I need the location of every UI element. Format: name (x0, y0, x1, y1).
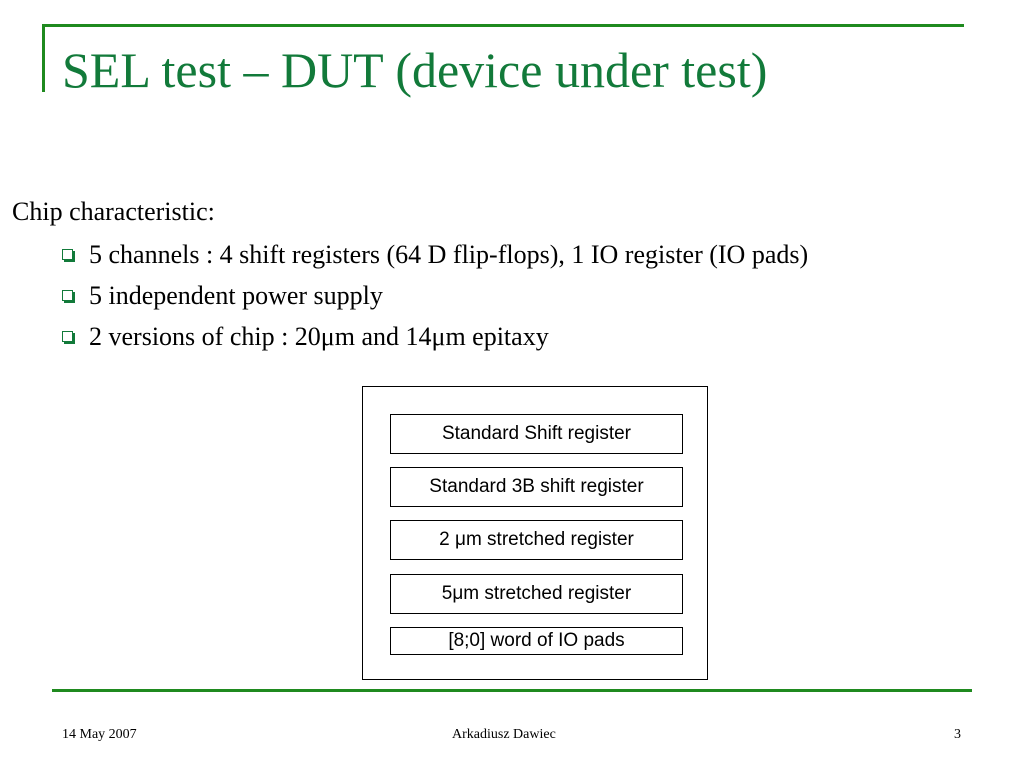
square-bullet-icon (62, 290, 73, 301)
footer-page-number: 3 (954, 727, 961, 742)
square-bullet-icon (62, 249, 73, 260)
title-accent-line-left (42, 24, 45, 92)
slide-content: Chip characteristic: 5 channels : 4 shif… (12, 196, 1012, 357)
slide-title: SEL test – DUT (device under test) (62, 42, 768, 98)
register-2um-stretched: 2 μm stretched register (390, 520, 683, 560)
bullet-text: 5 independent power supply (89, 281, 383, 310)
bullet-item: 2 versions of chip : 20μm and 14μm epita… (62, 316, 1012, 357)
bullet-item: 5 channels : 4 shift registers (64 D fli… (62, 234, 1012, 275)
bullet-item: 5 independent power supply (62, 275, 1012, 316)
bullet-list: 5 channels : 4 shift registers (64 D fli… (12, 234, 1012, 357)
register-standard-shift: Standard Shift register (390, 414, 683, 454)
bullet-text: 2 versions of chip : 20μm and 14μm epita… (89, 322, 549, 351)
footer-author: Arkadiusz Dawiec (452, 727, 556, 742)
square-bullet-icon (62, 331, 73, 342)
intro-text: Chip characteristic: (12, 197, 215, 226)
register-standard-3b-shift: Standard 3B shift register (390, 467, 683, 507)
bullet-text: 5 channels : 4 shift registers (64 D fli… (89, 240, 809, 269)
register-5um-stretched: 5μm stretched register (390, 574, 683, 614)
title-accent-line-top (42, 24, 964, 27)
footer-date: 14 May 2007 (62, 727, 137, 742)
footer-divider (52, 689, 972, 692)
register-io-pads: [8;0] word of IO pads (390, 627, 683, 655)
chip-diagram: Standard Shift register Standard 3B shif… (362, 386, 708, 680)
